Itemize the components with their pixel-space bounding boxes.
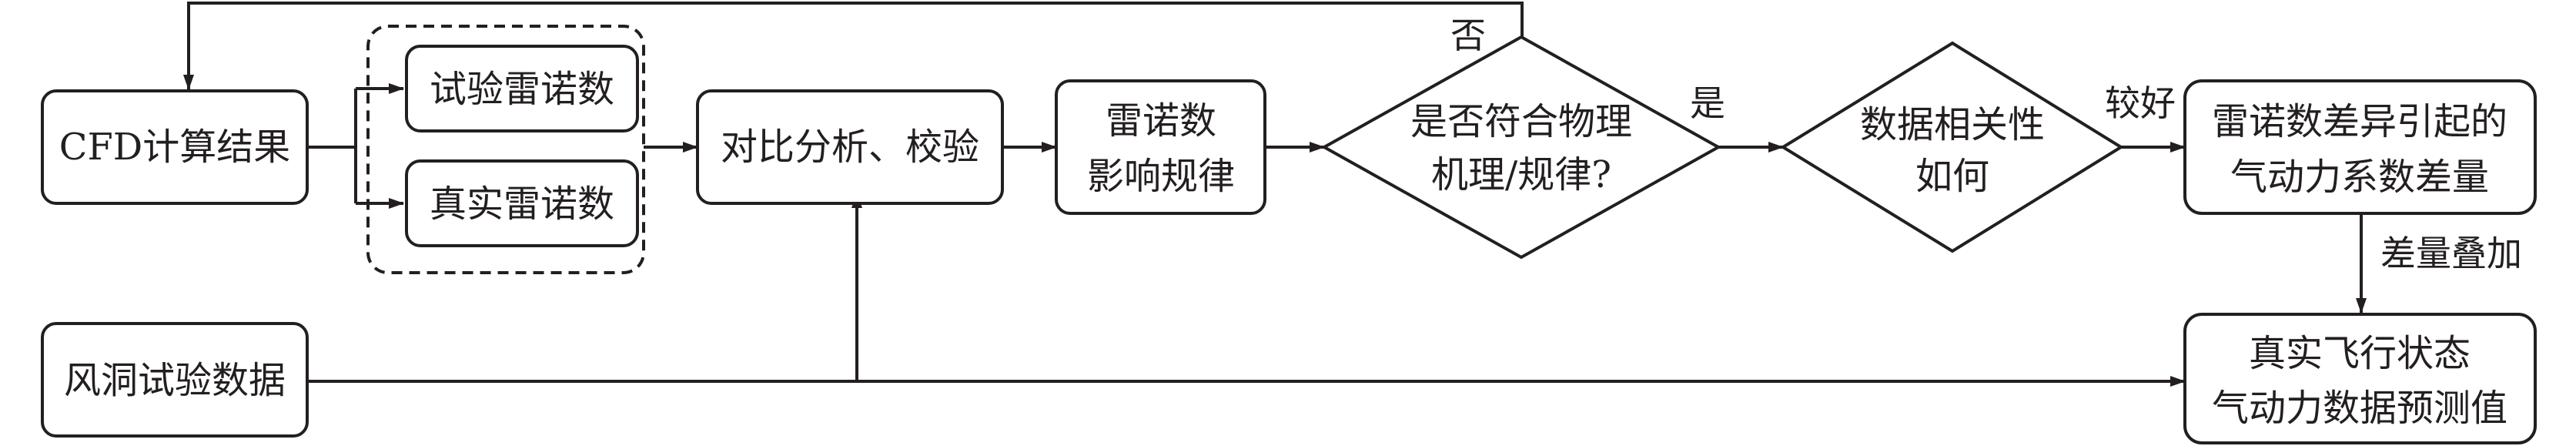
delta-label-line1: 雷诺数差异引起的 (2212, 100, 2507, 143)
label-yes: 是 (1690, 82, 1725, 124)
cfd-result-label: CFD计算结果 (59, 126, 291, 169)
compare-label: 对比分析、校验 (721, 126, 979, 169)
prediction-node: 真实飞行状态 气动力数据预测值 (2183, 313, 2537, 444)
real-reynolds-node: 真实雷诺数 (405, 159, 639, 247)
delta-node: 雷诺数差异引起的 气动力系数差量 (2183, 79, 2537, 215)
compare-node: 对比分析、校验 (696, 89, 1004, 205)
reynolds-group-dashed-box (366, 25, 645, 274)
prediction-label-line2: 气动力数据预测值 (2212, 387, 2507, 430)
physics-decision-line2: 机理/规律? (1431, 153, 1611, 196)
feedback-arrow-no (183, 2, 1524, 90)
test-reynolds-node: 试验雷诺数 (405, 45, 639, 132)
physics-decision-line1: 是否符合物理 (1410, 100, 1632, 143)
influence-label-line2: 影响规律 (1087, 155, 1235, 198)
real-reynolds-label: 真实雷诺数 (430, 183, 614, 226)
influence-node: 雷诺数 影响规律 (1055, 79, 1266, 215)
delta-label-line2: 气动力系数差量 (2230, 156, 2489, 199)
label-no: 否 (1450, 15, 1486, 56)
prediction-label-line1: 真实飞行状态 (2249, 332, 2471, 375)
correlation-decision-node: 数据相关性 如何 (1780, 41, 2124, 253)
test-reynolds-label: 试验雷诺数 (430, 68, 614, 111)
label-superpose: 差量叠加 (2380, 233, 2522, 274)
label-better: 较好 (2105, 82, 2176, 124)
correlation-decision-line1: 数据相关性 (1860, 103, 2045, 146)
cfd-result-node: CFD计算结果 (41, 89, 309, 205)
wind-tunnel-node: 风洞试验数据 (41, 322, 309, 438)
influence-label-line1: 雷诺数 (1106, 99, 1216, 143)
physics-decision-node: 是否符合物理 机理/规律? (1320, 35, 1722, 260)
correlation-decision-line2: 如何 (1915, 155, 1989, 198)
wind-tunnel-label: 风洞试验数据 (64, 359, 286, 402)
